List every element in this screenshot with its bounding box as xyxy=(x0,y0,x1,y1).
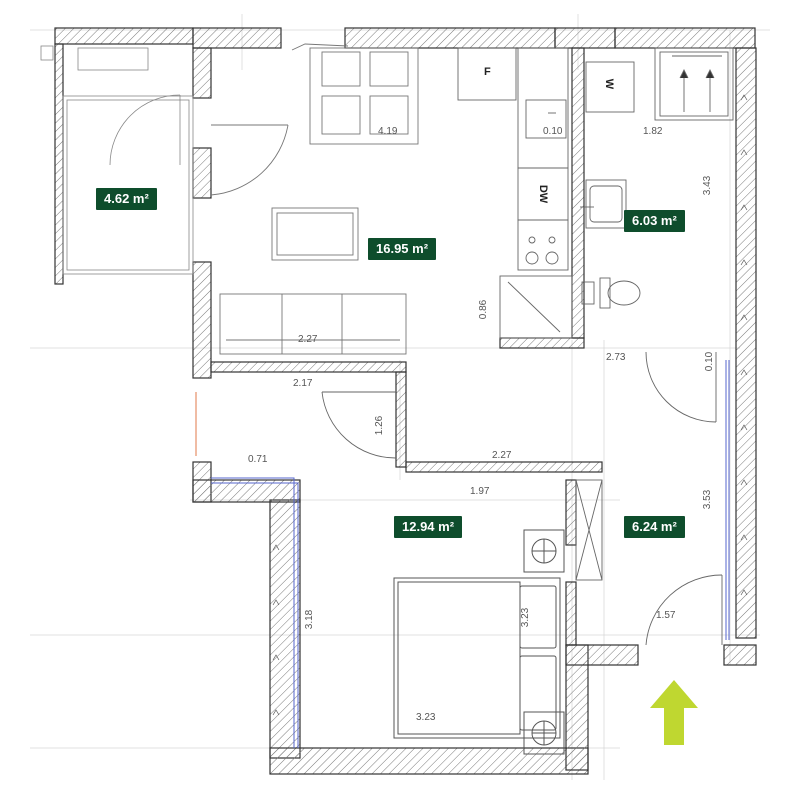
dim-sofa-width: 2.27 xyxy=(298,334,318,345)
entry-arrow-icon xyxy=(650,680,698,745)
dim-hall-top: 2.73 xyxy=(606,352,626,363)
dim-wall-gap: 0.10 xyxy=(704,351,716,372)
dim-bedroom-height: 3.18 xyxy=(304,609,316,630)
balcony-area-badge: 4.62 m² xyxy=(96,188,157,210)
hall xyxy=(575,351,723,646)
bedroom-area-badge: 12.94 m² xyxy=(394,516,463,538)
washer-label: W xyxy=(603,78,616,90)
bathroom xyxy=(580,47,734,309)
bathroom-area-badge: 6.03 m² xyxy=(624,210,685,232)
dim-bath-height: 3.43 xyxy=(702,175,714,196)
dim-bed-length: 3.23 xyxy=(520,607,532,628)
dim-bedroom-inner: 1.97 xyxy=(470,486,490,497)
doors xyxy=(321,391,397,459)
dim-bedroom-bottom: 3.23 xyxy=(416,712,436,723)
kitchen xyxy=(457,47,573,339)
facade-ticks xyxy=(272,94,748,716)
hall-area-badge: 6.24 m² xyxy=(624,516,685,538)
dim-bedroom-top: 2.27 xyxy=(492,450,512,461)
dim-living-top: 4.19 xyxy=(378,126,398,137)
fridge-label: F xyxy=(484,66,491,78)
dim-bath-width: 1.82 xyxy=(643,126,663,137)
living-furniture xyxy=(210,43,419,355)
dim-entry-width: 1.57 xyxy=(656,610,676,621)
walls xyxy=(54,27,757,775)
windows xyxy=(211,360,730,748)
dim-hall-height: 3.53 xyxy=(702,489,714,510)
dim-counter-depth: 0.86 xyxy=(478,299,490,320)
bedroom-furniture xyxy=(393,529,565,755)
living-area-badge: 16.95 m² xyxy=(368,238,437,260)
dim-corridor-door: 1.26 xyxy=(374,415,386,436)
balcony-area xyxy=(40,45,194,275)
dishwasher-label: DW xyxy=(537,184,550,204)
dim-closet-width: 0.71 xyxy=(248,454,268,465)
dim-kitchen-gap: 0.10 xyxy=(543,126,563,137)
dim-corridor-width: 2.17 xyxy=(293,378,313,389)
